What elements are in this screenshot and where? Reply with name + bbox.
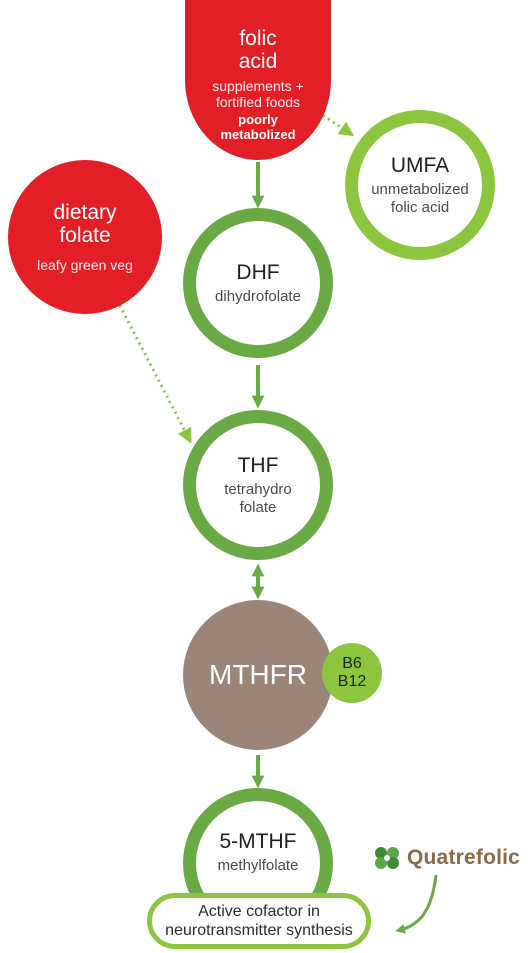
five-mthf-sub: methylfolate bbox=[217, 856, 299, 874]
umfa-sub-1: unmetabolized bbox=[371, 181, 469, 199]
curved-arrow-logo-to-outcome bbox=[395, 874, 438, 934]
folic-acid-title-2: acid bbox=[238, 50, 278, 74]
folic-acid-sub-1: supplements + bbox=[212, 77, 304, 94]
dhf-node: DHF dihydrofolate bbox=[183, 208, 333, 358]
thf-node: THF tetrahydro folate bbox=[183, 410, 333, 560]
four-leaf-clover-icon bbox=[375, 847, 399, 869]
umfa-node: UMFA unmetabolized folic acid bbox=[345, 110, 495, 260]
cofactor-b6: B6 bbox=[342, 654, 362, 672]
quatrefolic-logo: Quatrefolic bbox=[370, 843, 520, 873]
folic-acid-sub-2: fortified foods bbox=[215, 93, 301, 110]
folic-acid-note-1: poorly bbox=[238, 111, 278, 127]
cofactor-badge: B6 B12 bbox=[322, 643, 382, 703]
umfa-title: UMFA bbox=[390, 154, 450, 178]
dhf-sub: dihydrofolate bbox=[215, 287, 301, 305]
five-mthf-title: 5-MTHF bbox=[219, 829, 297, 853]
folic-acid-node: folic acid supplements + fortified foods… bbox=[185, 0, 331, 160]
dietary-folate-sub: leafy green veg bbox=[37, 257, 133, 274]
dietary-folate-title-2: folate bbox=[59, 223, 111, 247]
folic-acid-note-2: metabolized bbox=[220, 126, 296, 142]
logo-text: Quatrefolic bbox=[407, 846, 521, 869]
thf-sub-2: folate bbox=[239, 498, 277, 516]
outcome-line-2: neurotransmitter synthesis bbox=[165, 922, 353, 939]
thf-title: THF bbox=[237, 454, 279, 478]
thf-sub-1: tetrahydro bbox=[224, 481, 292, 499]
dietary-folate-title-1: dietary bbox=[53, 200, 117, 224]
outcome-pill: Active cofactor in neurotransmitter synt… bbox=[147, 893, 371, 949]
mthfr-title: MTHFR bbox=[209, 659, 307, 690]
folic-acid-title-1: folic bbox=[239, 27, 277, 51]
mthfr-node: MTHFR bbox=[183, 600, 333, 750]
dhf-title: DHF bbox=[236, 260, 280, 284]
umfa-sub-2: folic acid bbox=[390, 198, 450, 216]
dotted-arrow-dietary-to-thf bbox=[115, 299, 192, 444]
cofactor-b12: B12 bbox=[337, 673, 367, 690]
outcome-line-1: Active cofactor in bbox=[198, 902, 320, 920]
dietary-folate-node: dietary folate leafy green veg bbox=[8, 160, 162, 314]
